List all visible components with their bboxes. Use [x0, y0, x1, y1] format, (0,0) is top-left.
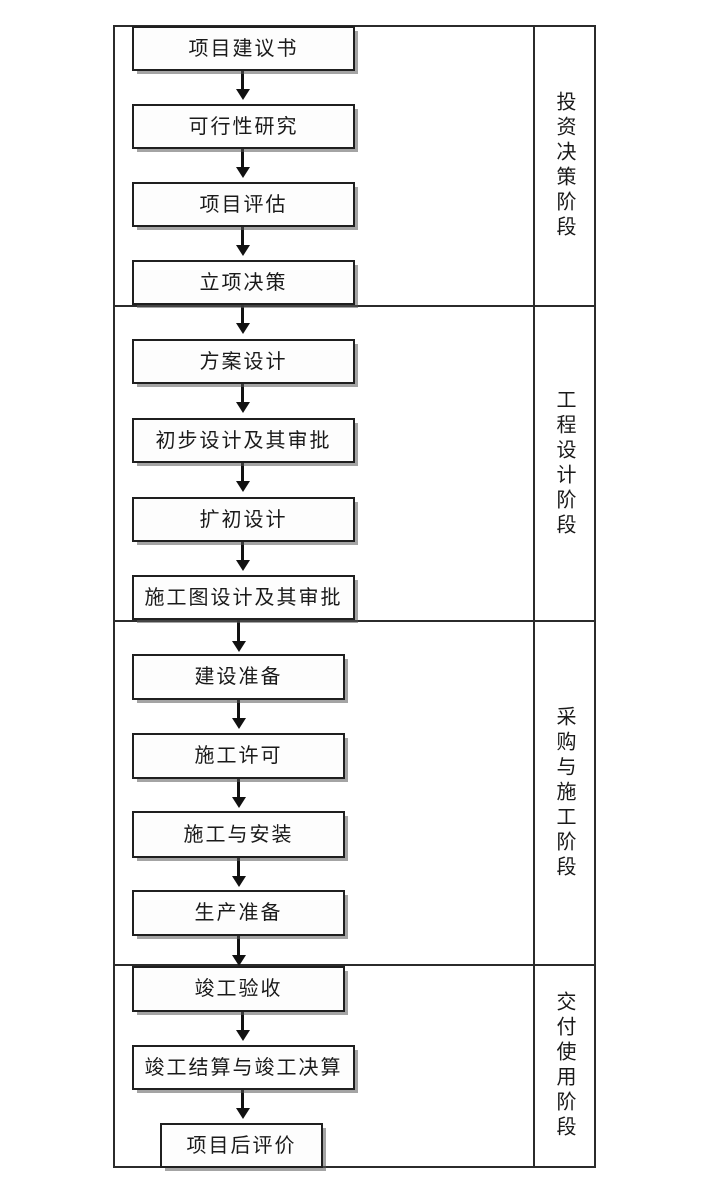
phase-column-divider [533, 25, 535, 1168]
connector-n2-n3 [241, 149, 244, 171]
phase-label-2: 工程设计阶段 [553, 388, 575, 539]
node-project-proposal[interactable]: 项目建议书 [132, 26, 355, 71]
connector-n5-n6 [241, 384, 244, 406]
node-label: 可行性研究 [188, 115, 299, 138]
phase-divider-2 [113, 620, 596, 622]
phase-cell-1: 投资决策阶段 [535, 27, 594, 305]
node-label: 项目评估 [199, 193, 288, 216]
node-label: 方案设计 [199, 350, 288, 373]
connector-n12-n13 [237, 936, 240, 959]
arrowhead-n12-n13 [232, 955, 246, 966]
node-label: 生产准备 [194, 902, 283, 924]
phase-divider-1 [113, 305, 596, 307]
node-scheme-design[interactable]: 方案设计 [132, 339, 355, 384]
connector-n13-n14 [241, 1012, 244, 1034]
connector-n10-n11 [237, 779, 240, 801]
arrowhead-n13-n14 [236, 1030, 250, 1041]
node-label: 扩初设计 [199, 508, 288, 531]
phase-divider-3 [113, 964, 596, 966]
arrowhead-n2-n3 [236, 167, 250, 178]
phase-cell-3: 采购与施工阶段 [535, 622, 594, 964]
node-label: 施工与安装 [183, 823, 294, 846]
connector-n9-n10 [237, 700, 240, 722]
node-label: 建设准备 [194, 666, 283, 688]
arrowhead-n14-n15 [236, 1108, 250, 1119]
node-construction-drawing-design-approval[interactable]: 施工图设计及其审批 [132, 575, 355, 620]
arrowhead-n7-n8 [236, 560, 250, 571]
node-construction-and-installation[interactable]: 施工与安装 [132, 811, 345, 858]
connector-n1-n2 [241, 71, 244, 93]
connector-n8-n9 [237, 620, 240, 645]
frame-left-border [113, 25, 115, 1168]
connector-n4-n5 [241, 305, 244, 327]
frame-right-border [594, 25, 596, 1168]
node-production-preparation[interactable]: 生产准备 [132, 890, 345, 936]
node-label: 初步设计及其审批 [155, 429, 332, 452]
arrowhead-n6-n7 [236, 481, 250, 492]
arrowhead-n4-n5 [236, 323, 250, 334]
node-completion-settlement-and-final-account[interactable]: 竣工结算与竣工决算 [132, 1045, 355, 1090]
node-label: 竣工验收 [194, 978, 283, 1000]
node-label: 施工图设计及其审批 [144, 586, 343, 609]
node-label: 立项决策 [199, 271, 288, 294]
node-extended-preliminary-design[interactable]: 扩初设计 [132, 497, 355, 542]
node-preliminary-design-approval[interactable]: 初步设计及其审批 [132, 418, 355, 463]
arrowhead-n10-n11 [232, 797, 246, 808]
node-label: 项目建议书 [188, 37, 299, 60]
phase-label-3: 采购与施工阶段 [553, 705, 575, 881]
node-construction-permit[interactable]: 施工许可 [132, 733, 345, 779]
phase-cell-4: 交付使用阶段 [535, 966, 594, 1166]
arrowhead-n3-n4 [236, 245, 250, 256]
arrowhead-n9-n10 [232, 718, 246, 729]
arrowhead-n5-n6 [236, 402, 250, 413]
connector-n14-n15 [241, 1090, 244, 1112]
node-label: 项目后评价 [186, 1134, 297, 1157]
arrowhead-n11-n12 [232, 876, 246, 887]
node-project-approval-decision[interactable]: 立项决策 [132, 260, 355, 305]
connector-n6-n7 [241, 463, 244, 485]
node-label: 施工许可 [194, 745, 283, 767]
node-post-project-evaluation[interactable]: 项目后评价 [160, 1123, 323, 1168]
node-feasibility-study[interactable]: 可行性研究 [132, 104, 355, 149]
arrowhead-n8-n9 [232, 641, 246, 652]
node-label: 竣工结算与竣工决算 [144, 1056, 343, 1079]
node-project-evaluation[interactable]: 项目评估 [132, 182, 355, 227]
connector-n7-n8 [241, 542, 244, 564]
phase-label-4: 交付使用阶段 [553, 991, 575, 1141]
phase-label-1: 投资决策阶段 [553, 91, 575, 241]
phase-cell-2: 工程设计阶段 [535, 307, 594, 620]
node-construction-preparation[interactable]: 建设准备 [132, 654, 345, 700]
connector-n3-n4 [241, 227, 244, 249]
connector-n11-n12 [237, 858, 240, 880]
arrowhead-n1-n2 [236, 89, 250, 100]
frame-bottom-border [113, 1166, 596, 1168]
node-completion-acceptance[interactable]: 竣工验收 [132, 966, 345, 1012]
